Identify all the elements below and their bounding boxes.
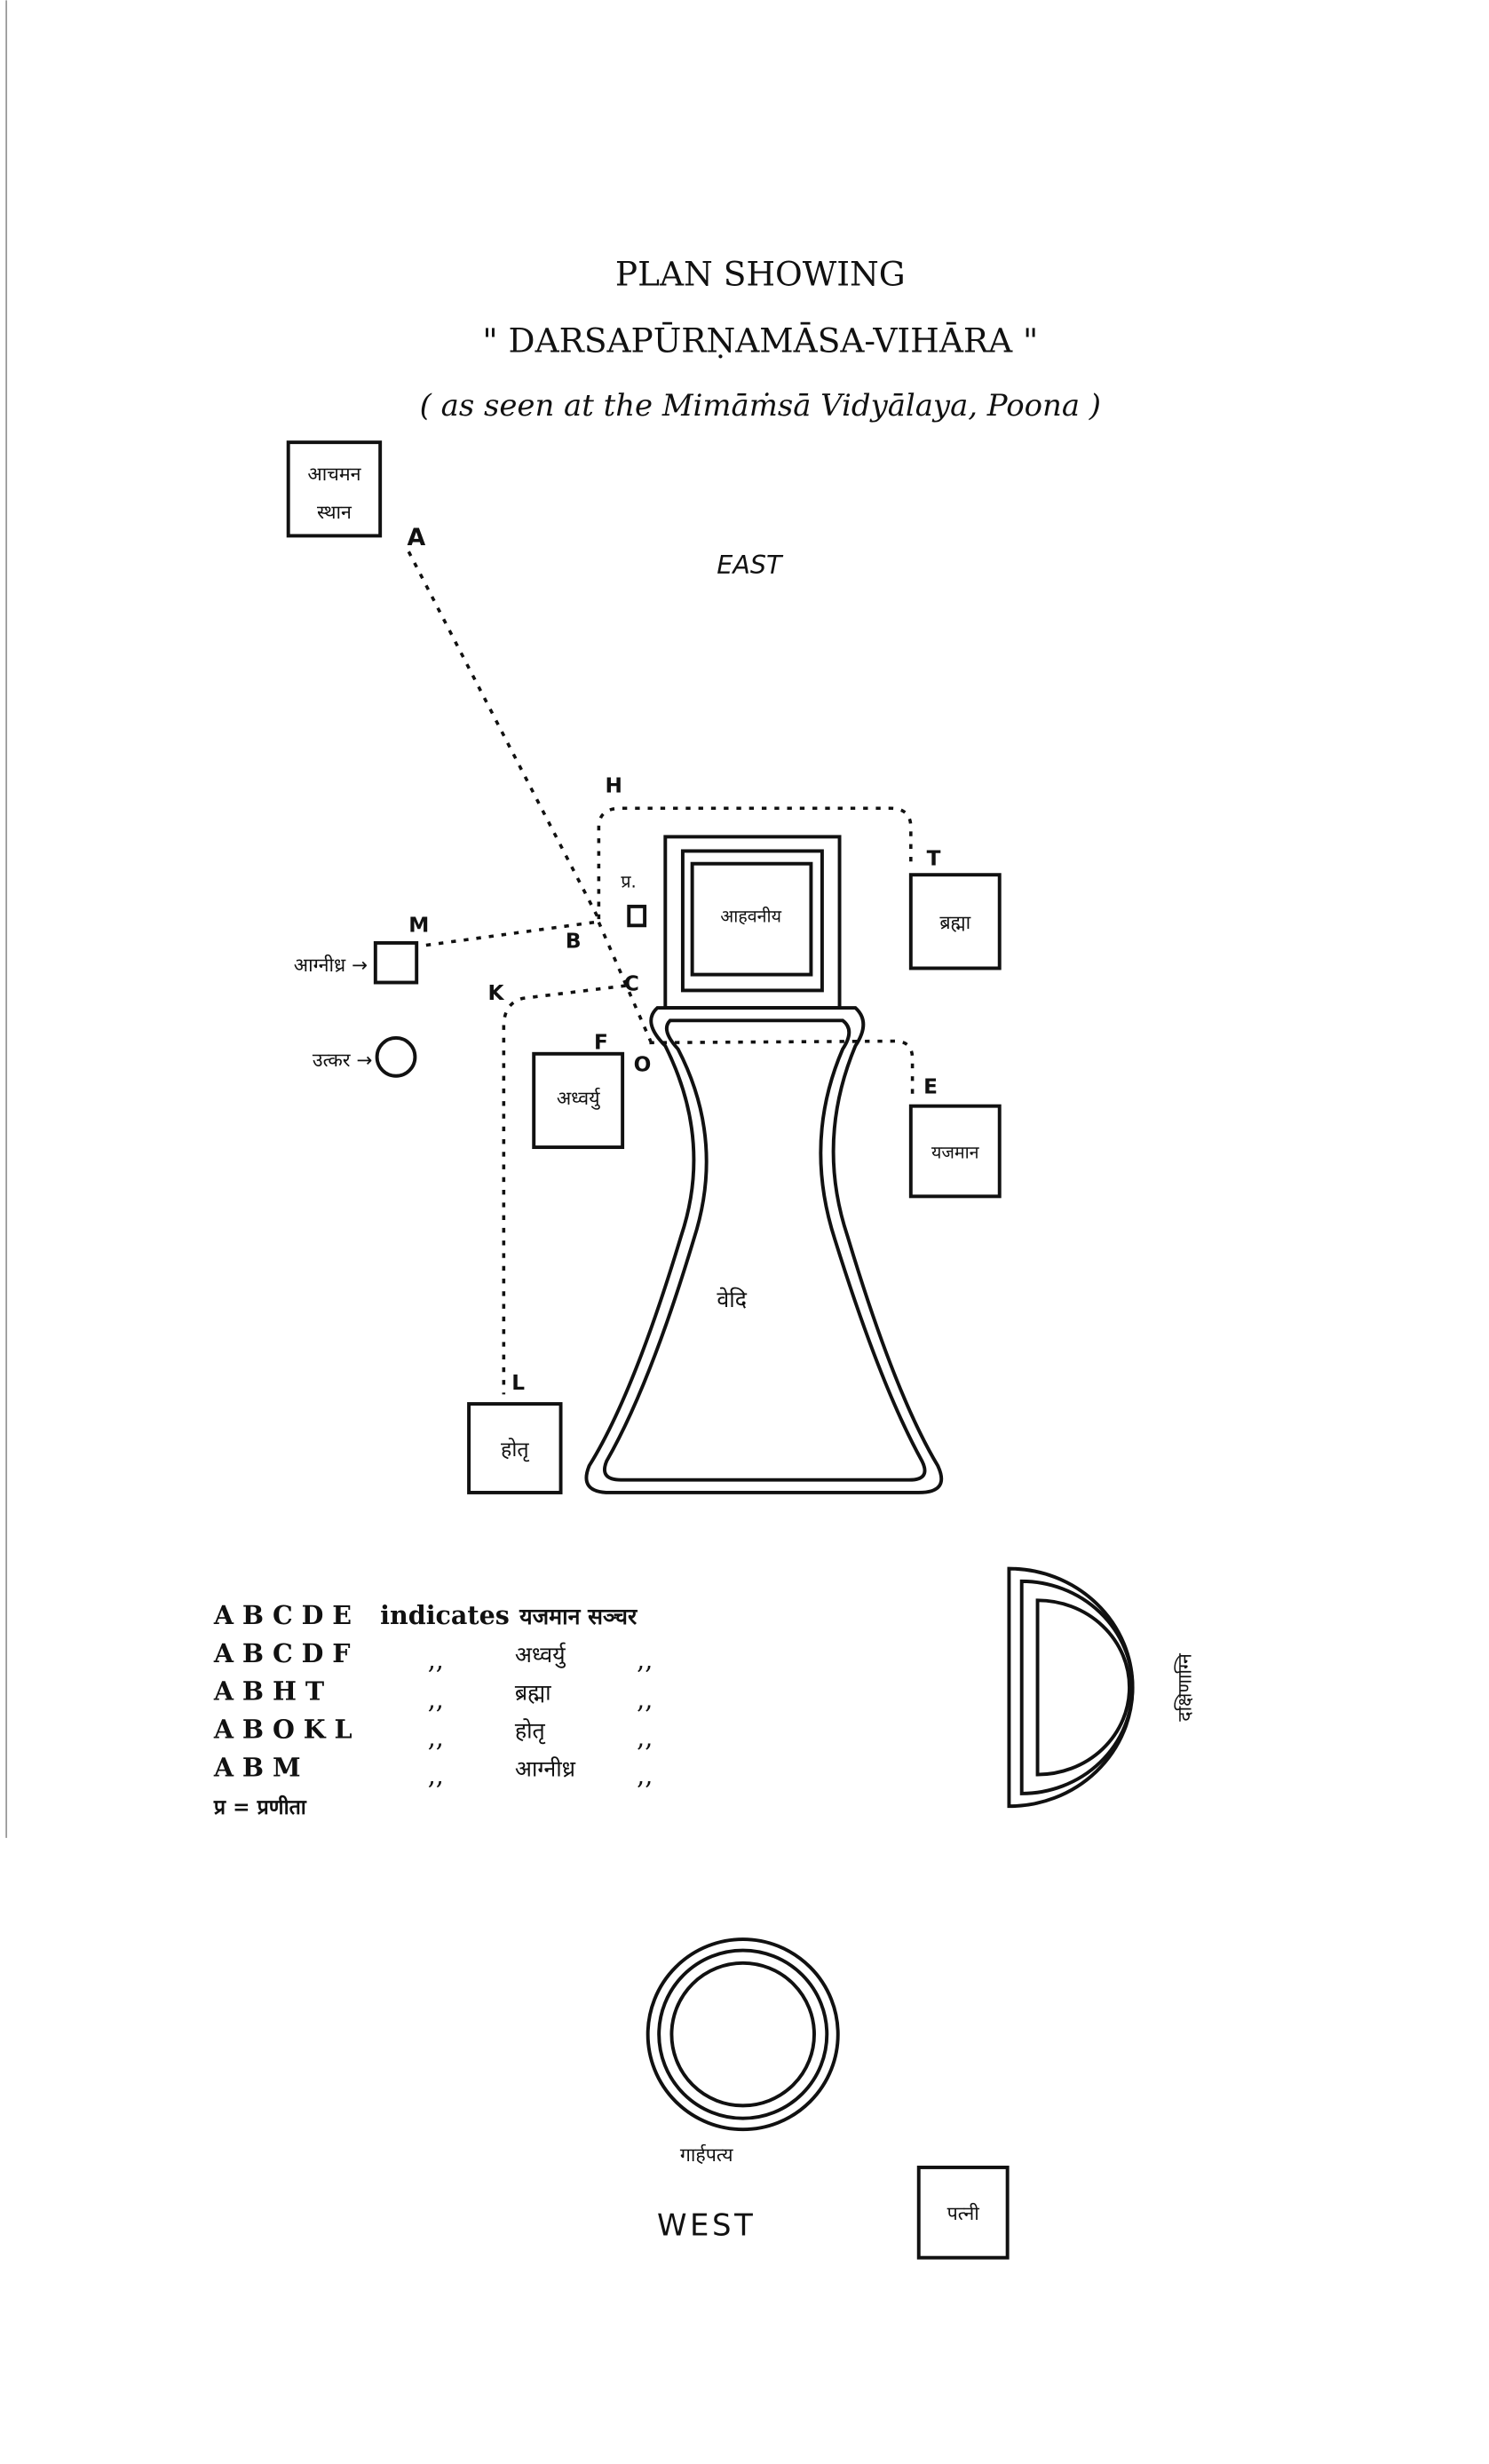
pranita-vessel-icon [627, 904, 647, 928]
legend-who: यजमान सञ्चर [519, 1604, 638, 1629]
point-m: M [408, 913, 429, 937]
path-b-h-t [597, 806, 913, 920]
yajamana-box [908, 1104, 1002, 1199]
legend-note: प्र = प्रणीता [213, 1795, 307, 1819]
dakshinagni-inner [1035, 1598, 1131, 1777]
point-k: K [487, 981, 504, 1005]
garhapatya-inner [669, 1961, 816, 2108]
legend-who: आग्नीध्र [515, 1755, 576, 1781]
utkara-label: उत्कर → [313, 1050, 372, 1072]
dakshinagni-label: दक्षिणाग्नि [1174, 1652, 1197, 1722]
ahavaniya-label: आहवनीय [720, 907, 781, 927]
ahavaniya-inner [690, 861, 813, 977]
legend-path: A B O K L [213, 1715, 352, 1745]
brahma-label: ब्रह्मा [939, 912, 970, 934]
hotr-label: होतृ [501, 1438, 530, 1462]
point-e: E [923, 1074, 938, 1098]
legend-who: ब्रह्मा [515, 1680, 551, 1706]
patni-box [916, 2166, 1010, 2260]
achamana-label-2: स्थान [317, 502, 352, 524]
legend-sep: ,, [428, 1645, 444, 1675]
point-c: C [624, 971, 639, 995]
ahavaniya-middle [680, 849, 824, 993]
agnidhra-box [373, 940, 419, 985]
path-b-o [597, 922, 654, 1047]
garhapatya-outer [645, 1937, 840, 2132]
point-h: H [606, 773, 622, 797]
legend-who: होतृ [515, 1718, 546, 1745]
patni-label: पत्नी [947, 2202, 980, 2225]
east-label: EAST [717, 551, 784, 580]
legend-ditto: ,, [637, 1685, 653, 1715]
path-b-m [419, 920, 595, 948]
hotr-box [467, 1402, 563, 1494]
achamana-label-1: आचमन [307, 463, 361, 486]
point-a: A [407, 524, 425, 551]
point-b: B [566, 929, 582, 953]
utkara-circle [375, 1035, 417, 1078]
dakshinagni-middle [1019, 1579, 1135, 1795]
title-line-1: PLAN SHOWING [615, 255, 906, 294]
yajamana-label: यजमान [931, 1143, 980, 1163]
title-line-2: " DARSAPŪRṆAMĀSA-VIHĀRA " [482, 321, 1038, 360]
brahma-box [908, 873, 1002, 971]
legend-sep: ,, [428, 1723, 444, 1752]
legend-sep: indicates [380, 1600, 510, 1630]
vedi-label: वेदि [717, 1287, 747, 1312]
point-t: T [927, 846, 941, 870]
vedi-inner [602, 1018, 927, 1482]
legend: A B C D E indicates यजमान सञ्चर A B C D … [213, 1600, 653, 1819]
point-l: L [511, 1371, 525, 1395]
west-label: WEST [657, 2208, 756, 2243]
agnidhra-label: आग्नीध्र → [294, 954, 368, 977]
legend-path: A B C D E [213, 1600, 352, 1630]
legend-sep: ,, [428, 1761, 444, 1790]
legend-ditto: ,, [637, 1761, 653, 1790]
path-c-k-l [502, 984, 626, 1395]
adhvaryu-box [532, 1051, 625, 1150]
garhapatya-middle [657, 1948, 829, 2120]
point-f: F [594, 1030, 608, 1054]
legend-who: अध्वर्यु [515, 1642, 566, 1668]
achamana-box [286, 440, 383, 538]
legend-path: A B C D F [213, 1638, 351, 1668]
legend-ditto: ,, [637, 1723, 653, 1752]
point-o: O [634, 1052, 652, 1076]
legend-path: A B H T [213, 1676, 324, 1707]
path-a-b [407, 551, 600, 920]
legend-ditto: ,, [637, 1645, 653, 1675]
adhvaryu-label: अध्वर्यु [557, 1087, 601, 1110]
garhapatya-label: गार्हपत्य [680, 2143, 733, 2167]
legend-sep: ,, [428, 1685, 444, 1715]
pranita-label: प्र. [621, 871, 636, 891]
title-line-3: ( as seen at the Mimāṁsā Vidyālaya, Poon… [420, 388, 1101, 423]
legend-path: A B M [213, 1752, 301, 1782]
vedi-outer [584, 1006, 944, 1494]
dakshinagni-outer [1007, 1566, 1135, 1809]
